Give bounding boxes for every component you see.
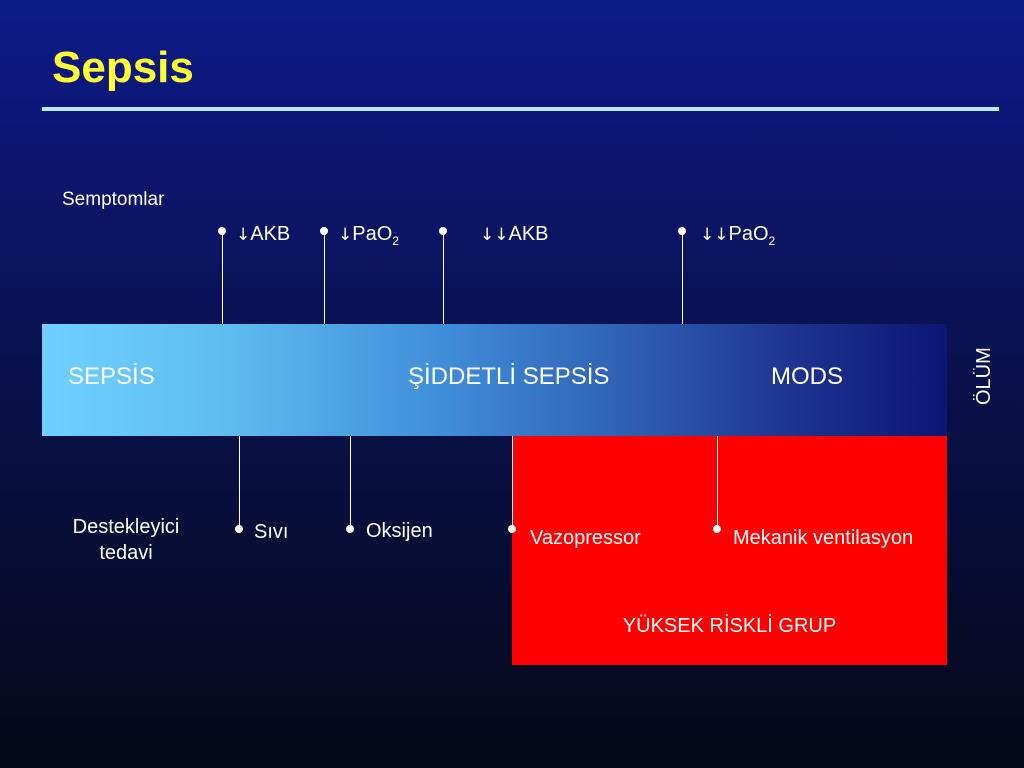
down-arrow-icon: ↓ [338,225,353,245]
treatment-connector-line [239,436,240,528]
treatment-connector-line [512,436,513,528]
high-risk-label: YÜKSEK RİSKLİ GRUP [622,615,837,637]
treatment-item-vasopressor: Vazopressor [530,527,641,549]
treatment-marker-dot [346,525,354,533]
treatment-marker-dot [235,525,243,533]
double-down-arrow-icon: ↓↓ [700,225,729,245]
treatment-connector-line [717,436,718,528]
treatment-item-oxygen: Oksijen [366,520,433,542]
stage-mods: MODS [771,363,843,390]
double-down-arrow-icon: ↓↓ [480,225,509,245]
treatment-marker-dot [508,525,516,533]
treatment-connector-line [350,436,351,528]
symptom-connector-line [682,231,683,324]
symptom-item-pao2-1: ↓PaO2 [338,223,399,248]
treatment-item-mechanical-ventilation: Mekanik ventilasyon [733,527,914,549]
stage-severe-sepsis: ŞİDDETLİ SEPSİS [408,363,610,390]
symptom-item-pao2-2: ↓↓PaO2 [700,223,776,248]
treatment-heading: Destekleyici tedavi [72,516,180,564]
treatment-item-fluids: Sıvı [254,521,289,543]
symptom-item-akb-2: ↓↓AKB [480,223,549,245]
symptoms-heading: Semptomlar [62,189,165,210]
down-arrow-icon: ↓ [236,225,251,245]
death-label: ÖLÜM [973,347,995,405]
symptom-item-akb-1: ↓AKB [236,223,291,245]
symptom-connector-line [443,231,444,324]
high-risk-box [512,436,947,665]
treatment-marker-dot [713,525,721,533]
page-title: Sepsis [52,43,194,92]
title-divider [42,107,999,111]
symptom-connector-line [222,231,223,324]
symptom-connector-line [324,231,325,324]
sepsis-progression-band [42,324,947,436]
stage-sepsis: SEPSİS [68,363,155,390]
